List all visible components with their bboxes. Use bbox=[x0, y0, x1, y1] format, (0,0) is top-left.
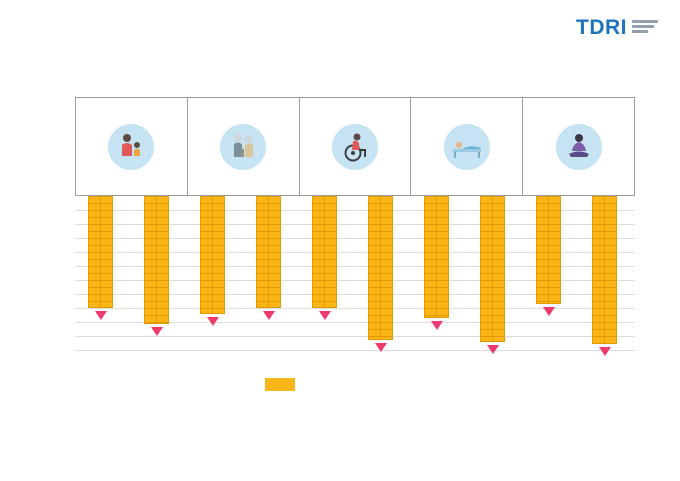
bar-center-seam bbox=[324, 197, 325, 307]
gridline bbox=[75, 294, 635, 295]
bar-center-seam bbox=[268, 197, 269, 307]
bar bbox=[200, 196, 225, 314]
bar-end-marker bbox=[375, 343, 387, 352]
bar-center-seam bbox=[436, 197, 437, 317]
tdri-logo-text: TDRI bbox=[576, 16, 627, 39]
legend-swatch bbox=[265, 378, 295, 391]
family-with-children-icon bbox=[108, 123, 155, 170]
bar bbox=[312, 196, 337, 308]
bar bbox=[368, 196, 393, 340]
chart-legend bbox=[265, 378, 301, 391]
bar bbox=[480, 196, 505, 342]
gridline bbox=[75, 336, 635, 337]
gridline bbox=[75, 322, 635, 323]
category-cell-disabled bbox=[300, 98, 412, 195]
bar bbox=[88, 196, 113, 308]
bar-end-marker bbox=[207, 317, 219, 326]
tdri-logo: TDRI bbox=[576, 17, 658, 38]
category-cell-patient bbox=[411, 98, 524, 195]
gridline bbox=[75, 252, 635, 253]
bar-end-marker bbox=[263, 311, 275, 320]
gridline bbox=[75, 280, 635, 281]
gridline bbox=[75, 224, 635, 225]
bar-center-seam bbox=[548, 197, 549, 303]
person-meditating-icon bbox=[555, 123, 602, 170]
patient-in-bed-icon bbox=[443, 123, 490, 170]
category-cell-meditating bbox=[523, 98, 634, 195]
bar-end-marker bbox=[487, 345, 499, 354]
tdri-logo-tagline bbox=[632, 17, 658, 33]
gridline bbox=[75, 238, 635, 239]
bar-center-seam bbox=[100, 197, 101, 307]
category-cell-family bbox=[76, 98, 188, 195]
bar-center-seam bbox=[212, 197, 213, 313]
bar-center-seam bbox=[604, 197, 605, 343]
category-header-band bbox=[75, 97, 635, 196]
bar-end-marker bbox=[151, 327, 163, 336]
bar-end-marker bbox=[319, 311, 331, 320]
bar bbox=[256, 196, 281, 308]
bar bbox=[424, 196, 449, 318]
bar-center-seam bbox=[380, 197, 381, 339]
gridline bbox=[75, 350, 635, 351]
bar bbox=[144, 196, 169, 324]
elderly-couple-icon bbox=[220, 123, 267, 170]
tdri-logo-tagline-line bbox=[632, 20, 658, 23]
person-in-wheelchair-icon bbox=[331, 123, 378, 170]
bar-end-marker bbox=[95, 311, 107, 320]
gridline bbox=[75, 210, 635, 211]
tdri-logo-tagline-line bbox=[632, 30, 648, 33]
bar bbox=[536, 196, 561, 304]
tdri-logo-tagline-line bbox=[632, 25, 654, 28]
bar bbox=[592, 196, 617, 344]
category-cell-elderly bbox=[188, 98, 300, 195]
bar-end-marker bbox=[599, 347, 611, 356]
bar-end-marker bbox=[543, 307, 555, 316]
gridline bbox=[75, 266, 635, 267]
bar-end-marker bbox=[431, 321, 443, 330]
bar-center-seam bbox=[156, 197, 157, 323]
gridline bbox=[75, 308, 635, 309]
bar-center-seam bbox=[492, 197, 493, 341]
